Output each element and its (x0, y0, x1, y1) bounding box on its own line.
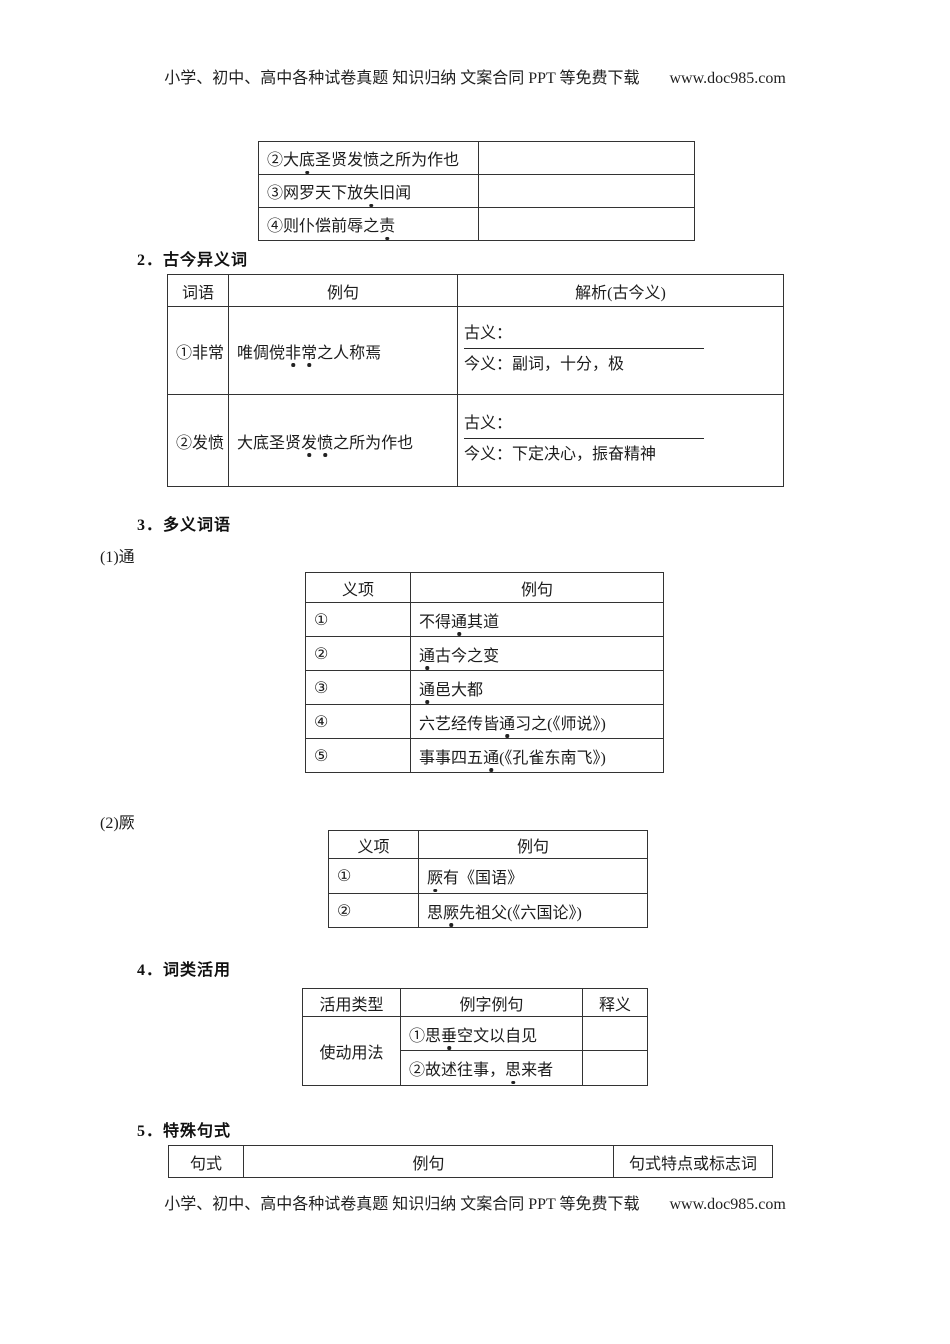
sentence-pattern-table: 句式 例句 句式特点或标志词 (168, 1145, 773, 1178)
table-row: ①非常 唯倜傥非常之人称焉 古义： 今义：副词，十分，极 (167, 306, 784, 395)
column-header-pattern: 句式 (168, 1145, 244, 1178)
word-cell: ①非常 (167, 306, 229, 395)
header-url: www.doc985.com (669, 70, 786, 87)
footer-url: www.doc985.com (669, 1196, 786, 1213)
page-footer: 小学、初中、高中各种试卷真题 知识归纳 文案合同 PPT 等免费下载 www.do… (0, 1190, 950, 1214)
word-cell: ②发愤 (167, 394, 229, 487)
fill-in-blank-line (464, 438, 704, 439)
table-row: ① 厥有《国语》 (328, 858, 648, 894)
usage-type-cell: 使动用法 (302, 1016, 401, 1086)
table-row: 使动用法 ①思垂空文以自见 (302, 1016, 648, 1086)
table-row: ④则仆偿前辱之责 (258, 207, 695, 241)
column-header-analysis: 解析(古今义) (457, 274, 784, 307)
modern-meaning-text: 今义：副词，十分，极 (464, 356, 625, 373)
table-row: ③网罗天下放失旧闻 (258, 174, 695, 208)
sense-number-cell: ③ (305, 670, 411, 705)
column-header-pattern-feature: 句式特点或标志词 (613, 1145, 773, 1178)
footer-text: 小学、初中、高中各种试卷真题 知识归纳 文案合同 PPT 等免费下载 (164, 1196, 640, 1213)
column-header-example: 例句 (418, 830, 648, 859)
sub-label-tong: (1)通 (100, 549, 135, 566)
table-header-row: 活用类型 例字例句 释义 (302, 988, 648, 1017)
answer-cell (478, 207, 695, 241)
section-5-heading: 5．特殊句式 (137, 1123, 232, 1140)
example-cell: 通邑大都 (410, 670, 664, 705)
meaning-cell (582, 1050, 648, 1086)
table-header-row: 词语 例句 解析(古今义) (167, 274, 784, 307)
table-row: ② 思厥先祖父(《六国论》) (328, 893, 648, 928)
header-text: 小学、初中、高中各种试卷真题 知识归纳 文案合同 PPT 等免费下载 (164, 70, 640, 87)
example-cell: ④则仆偿前辱之责 (258, 207, 479, 241)
fill-in-blank-line (464, 348, 704, 349)
ancient-meaning-label: 古义： (464, 325, 513, 342)
sub-label-jue: (2)厥 (100, 815, 135, 832)
example-cell: 不得通其道 (410, 602, 664, 637)
table-row: ②大底圣贤发愤之所为作也 (258, 141, 695, 175)
word-usage-table: 活用类型 例字例句 释义 使动用法 ①思垂空文以自见 ②故述往事，思来者 (302, 988, 648, 1086)
example-cell: 唯倜傥非常之人称焉 (228, 306, 458, 395)
table-header-row: 义项 例句 (328, 830, 648, 859)
sense-number-cell: ④ (305, 704, 411, 739)
table-row: ②故述往事，思来者 (303, 1050, 648, 1086)
example-cell: 六艺经传皆通习之(《师说》) (410, 704, 664, 739)
column-header-example: 例句 (228, 274, 458, 307)
table-row: ③ 通邑大都 (305, 670, 664, 705)
example-cell: 厥有《国语》 (418, 858, 648, 894)
continuation-table: ②大底圣贤发愤之所为作也 ③网罗天下放失旧闻 ④则仆偿前辱之责 (258, 141, 695, 241)
column-header-example: 例句 (243, 1145, 614, 1178)
jue-polysemy-table: 义项 例句 ① 厥有《国语》 ② 思厥先祖父(《六国论》) (328, 830, 648, 928)
column-header-example: 例句 (410, 572, 664, 603)
example-cell: 通古今之变 (410, 636, 664, 671)
tong-polysemy-table: 义项 例句 ① 不得通其道 ② 通古今之变 ③ 通邑大都 ④ 六艺经传皆通习之(… (305, 572, 664, 773)
column-header-usage-type: 活用类型 (302, 988, 401, 1017)
table-row: ⑤ 事事四五通(《孔雀东南飞》) (305, 738, 664, 773)
table-header-row: 义项 例句 (305, 572, 664, 603)
example-cell: 大底圣贤发愤之所为作也 (228, 394, 458, 487)
analysis-cell: 古义： 今义：下定决心，振奋精神 (457, 394, 784, 487)
table-row: ④ 六艺经传皆通习之(《师说》) (305, 704, 664, 739)
sense-number-cell: ① (328, 858, 419, 894)
column-header-word: 词语 (167, 274, 229, 307)
sense-number-cell: ① (305, 602, 411, 637)
table-row: ① 不得通其道 (305, 602, 664, 637)
example-cell: ②故述往事，思来者 (400, 1050, 583, 1086)
sense-number-cell: ② (328, 893, 419, 928)
example-cell: 思厥先祖父(《六国论》) (418, 893, 648, 928)
ancient-modern-words-table: 词语 例句 解析(古今义) ①非常 唯倜傥非常之人称焉 古义： 今义：副词，十分… (167, 274, 784, 487)
example-cell: 事事四五通(《孔雀东南飞》) (410, 738, 664, 773)
table-row: ② 通古今之变 (305, 636, 664, 671)
answer-cell (478, 174, 695, 208)
column-header-sense: 义项 (305, 572, 411, 603)
column-header-example: 例字例句 (400, 988, 583, 1017)
analysis-cell: 古义： 今义：副词，十分，极 (457, 306, 784, 395)
column-header-sense: 义项 (328, 830, 419, 859)
page-header: 小学、初中、高中各种试卷真题 知识归纳 文案合同 PPT 等免费下载 www.do… (0, 64, 950, 88)
example-cell: ②大底圣贤发愤之所为作也 (258, 141, 479, 175)
sense-number-cell: ⑤ (305, 738, 411, 773)
ancient-meaning-label: 古义： (464, 415, 513, 432)
section-2-heading: 2．古今异义词 (137, 252, 249, 269)
table-row: ②发愤 大底圣贤发愤之所为作也 古义： 今义：下定决心，振奋精神 (167, 394, 784, 487)
table-header-row: 句式 例句 句式特点或标志词 (168, 1145, 773, 1178)
sense-number-cell: ② (305, 636, 411, 671)
meaning-cell (582, 1016, 648, 1051)
section-4-heading: 4．词类活用 (137, 962, 232, 979)
column-header-meaning: 释义 (582, 988, 648, 1017)
section-3-heading: 3．多义词语 (137, 517, 232, 534)
example-cell: ①思垂空文以自见 (400, 1016, 583, 1051)
example-cell: ③网罗天下放失旧闻 (258, 174, 479, 208)
modern-meaning-text: 今义：下定决心，振奋精神 (464, 446, 657, 463)
answer-cell (478, 141, 695, 175)
